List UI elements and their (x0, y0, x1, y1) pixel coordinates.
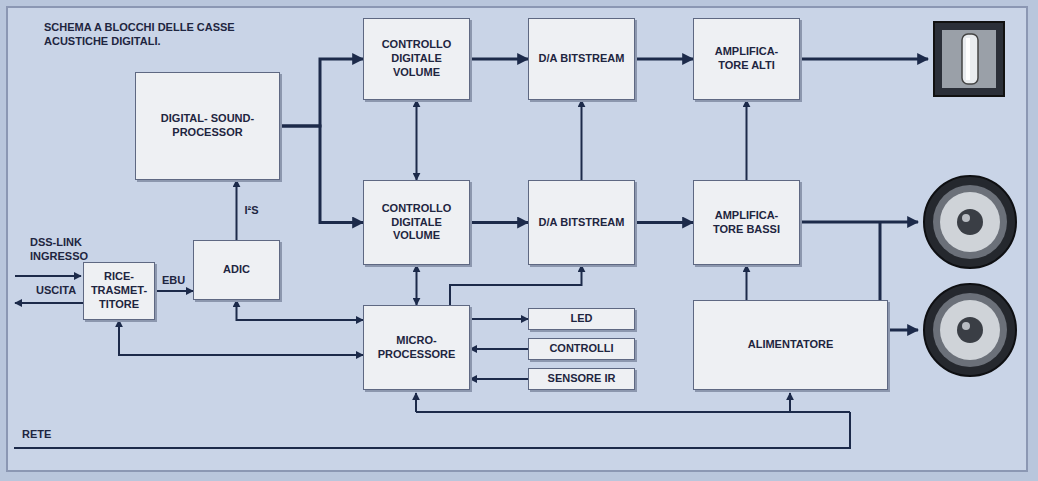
signal-arrow (280, 126, 363, 223)
signal-arrow (416, 265, 418, 305)
processor-box: DIGITAL- SOUND- PROCESSOR (135, 72, 280, 180)
signal-arrow (470, 378, 528, 380)
signal-label: I²S (245, 204, 259, 217)
block-label: CONTROLLI (549, 342, 613, 356)
signal-arrow (470, 318, 528, 320)
speaker-wire (800, 221, 918, 224)
volume-box: CONTROLLO DIGITALE VOLUME (363, 18, 470, 100)
block-label: CONTROLLO DIGITALE VOLUME (372, 202, 461, 243)
led-box: LED (528, 308, 635, 330)
adic-box: ADIC (193, 240, 280, 300)
amplifier-box: AMPLIFICA- TORE ALTI (693, 18, 800, 100)
block-label: LED (571, 312, 593, 326)
signal-label: RETE (22, 428, 51, 441)
power-supply-box: ALIMENTATORE (693, 300, 888, 390)
signal-arrow (470, 348, 528, 350)
signal-arrow (416, 100, 418, 180)
ir-sensor-box: SENSORE IR (528, 368, 635, 390)
signal-arrow (470, 58, 528, 61)
speaker-wire (800, 58, 928, 61)
output-wire (15, 302, 83, 304)
controls-box: CONTROLLI (528, 338, 635, 360)
input-wire (15, 275, 81, 277)
signal-arrow (237, 300, 364, 320)
microprocessor-box: MICRO- PROCESSORE (363, 305, 470, 390)
signal-arrow (746, 100, 748, 180)
mains-wire (415, 393, 417, 412)
block-label: D/A BITSTREAM (539, 216, 625, 230)
block-label: MICRO- PROCESSORE (372, 334, 461, 362)
signal-arrow (635, 221, 693, 224)
block-label: ADIC (223, 263, 250, 277)
block-label: D/A BITSTREAM (539, 52, 625, 66)
signal-arrow (746, 265, 748, 300)
block-label: RICE- TRASMET- TITORE (91, 270, 147, 311)
signal-arrow (155, 290, 193, 292)
mains-bus (416, 411, 850, 413)
signal-arrow (236, 180, 238, 240)
wires (14, 59, 928, 448)
mains-wire (14, 412, 850, 448)
amplifier-box: AMPLIFICA- TORE BASSI (693, 180, 800, 265)
signal-arrow (280, 59, 363, 126)
dac-box: D/A BITSTREAM (528, 18, 635, 100)
woofer-symbol (924, 284, 1016, 376)
block-label: DIGITAL- SOUND- PROCESSOR (144, 112, 271, 140)
block-label: SENSORE IR (548, 372, 616, 386)
signal-arrow (450, 265, 582, 305)
signal-label: INGRESSO (30, 250, 88, 263)
diagram-title: SCHEMA A BLOCCHI DELLE CASSE ACUSTICHE D… (44, 20, 274, 49)
block-label: AMPLIFICA- TORE BASSI (702, 209, 791, 237)
signal-arrow (635, 58, 693, 61)
volume-box: CONTROLLO DIGITALE VOLUME (363, 180, 470, 265)
block-label: CONTROLLO DIGITALE VOLUME (372, 38, 461, 79)
woofer-symbol (924, 176, 1016, 268)
mains-wire (789, 393, 791, 412)
signal-label: DSS-LINK (30, 236, 82, 249)
tweeter-symbol (934, 22, 1004, 96)
signal-arrow (470, 221, 528, 224)
signal-arrow (119, 320, 363, 355)
signal-arrow (581, 100, 583, 180)
dac-box: D/A BITSTREAM (528, 180, 635, 265)
signal-label: USCITA (36, 284, 76, 297)
block-label: ALIMENTATORE (748, 338, 834, 352)
block-label: AMPLIFICA- TORE ALTI (702, 45, 791, 73)
signal-label: EBU (162, 274, 185, 287)
transceiver-box: RICE- TRASMET- TITORE (83, 262, 155, 320)
